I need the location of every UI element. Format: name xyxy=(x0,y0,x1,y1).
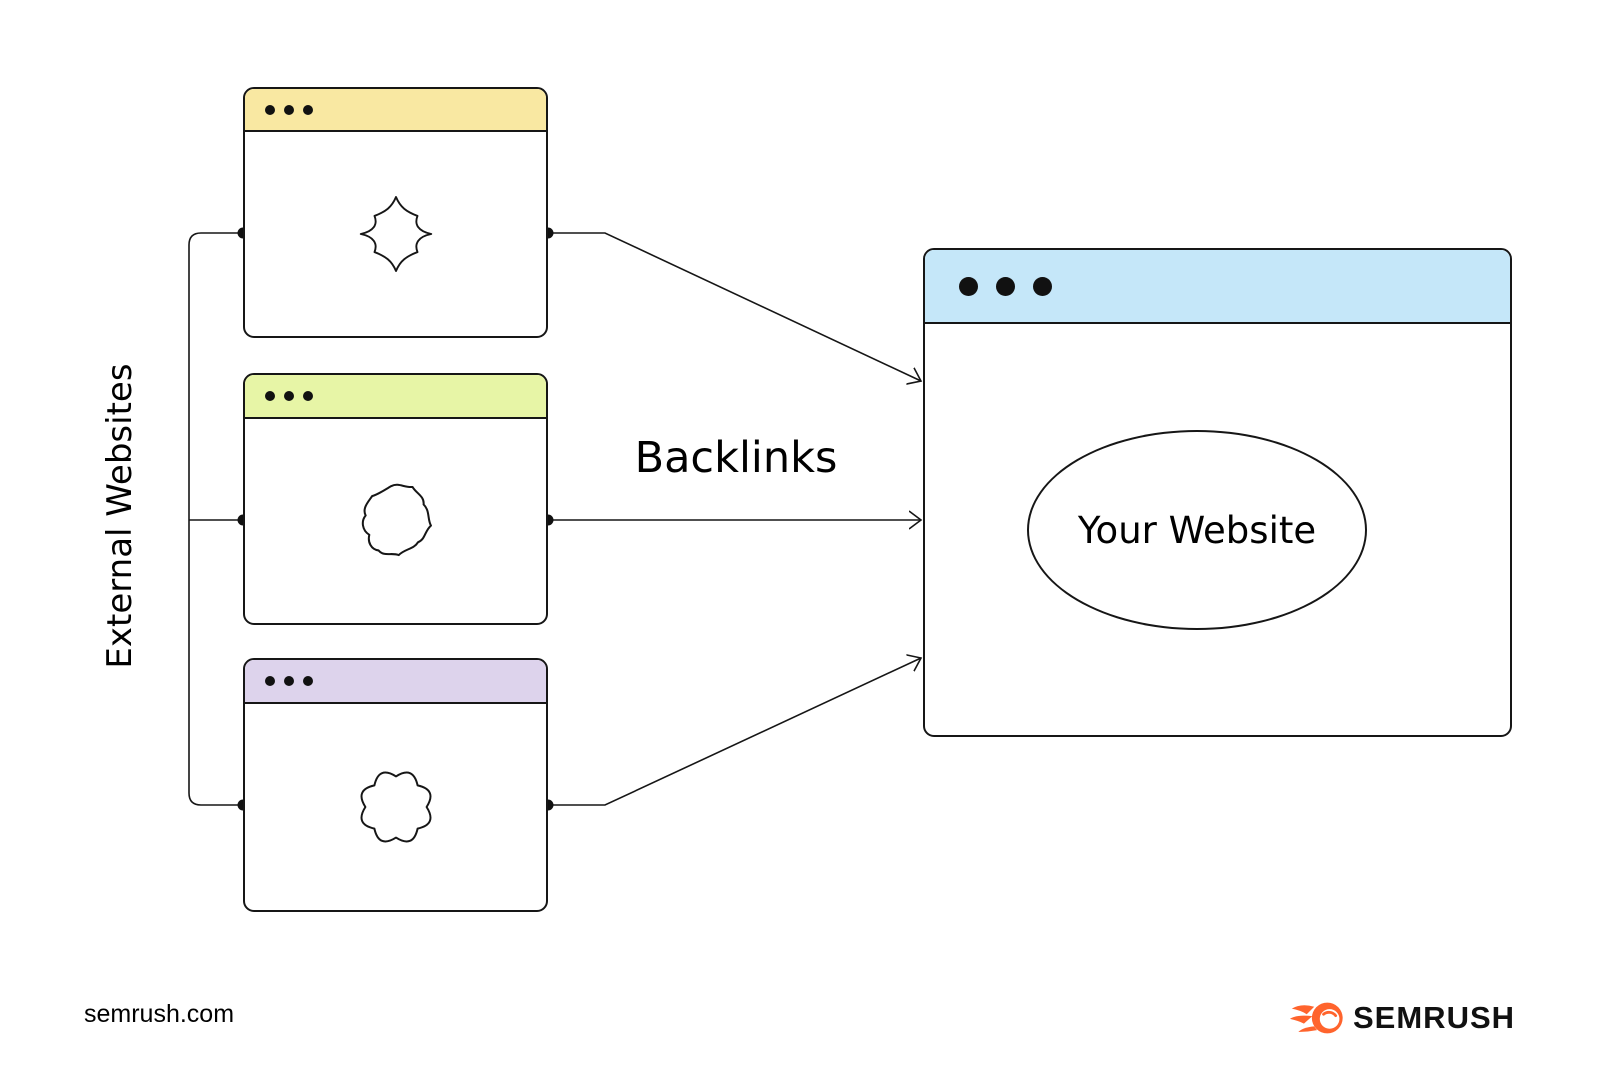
backlinks-label: Backlinks xyxy=(634,433,838,483)
window-controls-dots-icon xyxy=(265,391,313,401)
window-controls-dots-icon xyxy=(959,276,1052,296)
external-website-window-1 xyxy=(243,87,548,338)
window-titlebar xyxy=(245,375,546,419)
semrush-wordmark: SEMRUSH xyxy=(1353,1000,1516,1035)
external-website-window-2 xyxy=(243,373,548,625)
window-controls-dots-icon xyxy=(265,676,313,686)
backlink-arrow-bottom xyxy=(548,658,921,806)
window-content xyxy=(245,132,546,336)
your-website-label: Your Website xyxy=(1077,508,1317,552)
external-website-window-3 xyxy=(243,658,548,912)
diamond-blob-icon xyxy=(359,196,432,272)
backlink-arrow-top xyxy=(548,232,921,381)
flower-blob-icon xyxy=(360,771,431,843)
external-websites-label: External Websites xyxy=(100,363,140,669)
semrush-flame-icon xyxy=(1289,1002,1343,1034)
window-titlebar xyxy=(245,660,546,704)
window-controls-dots-icon xyxy=(265,104,313,115)
your-website-window: Your Website xyxy=(923,248,1512,737)
window-content xyxy=(245,704,546,910)
your-website-ellipse: Your Website xyxy=(1027,430,1367,630)
semrush-logo: SEMRUSH xyxy=(1289,1000,1515,1036)
window-titlebar xyxy=(245,89,546,132)
window-content xyxy=(245,419,546,623)
window-titlebar xyxy=(925,250,1510,324)
external-sites-bracket xyxy=(188,232,243,806)
hexagon-blob-icon xyxy=(361,483,432,557)
source-url: semrush.com xyxy=(84,1000,235,1028)
